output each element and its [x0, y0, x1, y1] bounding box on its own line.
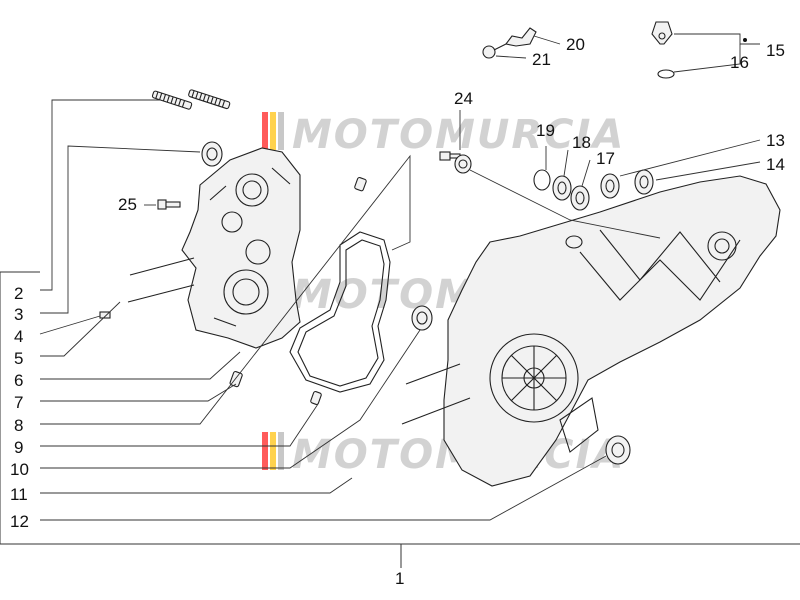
callout-17: 17 — [596, 149, 615, 168]
callout-19: 19 — [536, 121, 555, 140]
stud-pair — [151, 89, 231, 110]
callout-12: 12 — [10, 512, 29, 531]
callout-18: 18 — [572, 133, 591, 152]
callout-1: 1 — [395, 569, 404, 588]
callout-4: 4 — [14, 327, 23, 346]
o-ring-16 — [657, 69, 675, 79]
callout-25: 25 — [118, 195, 137, 214]
left-crankcase-half — [99, 147, 301, 349]
bolt-25 — [157, 199, 181, 210]
frame-bracket — [0, 271, 800, 568]
callout-21: 21 — [532, 50, 551, 69]
crankcase-gasket — [289, 231, 391, 393]
callout-10: 10 — [10, 460, 29, 479]
callout-14: 14 — [766, 155, 785, 174]
callout-8: 8 — [14, 416, 23, 435]
right-crankcase-half — [401, 175, 781, 487]
callout-2: 2 — [14, 284, 23, 303]
drain-plug-15 — [651, 21, 673, 45]
callout-7: 7 — [14, 393, 23, 412]
bracket-20 — [505, 27, 537, 47]
callout-5: 5 — [14, 349, 23, 368]
bearing-17 — [570, 185, 590, 211]
callout-13: 13 — [766, 131, 785, 150]
bearing-13 — [600, 173, 620, 199]
clip-21 — [482, 43, 507, 59]
callout-6: 6 — [14, 371, 23, 390]
dowel-pin-c — [310, 391, 322, 405]
callout-24: 24 — [454, 89, 473, 108]
seal-11 — [411, 305, 433, 331]
callout-15: 15 — [766, 41, 785, 60]
bearing-14 — [634, 169, 654, 195]
oil-seal — [201, 141, 223, 167]
callout-3: 3 — [14, 305, 23, 324]
callout-11: 11 — [10, 485, 28, 504]
seal-12 — [605, 435, 631, 465]
watermark-top: MOTOMURCIA — [262, 112, 623, 158]
dowel-pin-b — [229, 371, 243, 388]
dowel-pin-a — [354, 177, 367, 192]
left-callouts: 2 3 4 5 6 7 8 9 10 11 12 — [10, 284, 29, 531]
callout-9: 9 — [14, 438, 23, 457]
circlip-19 — [533, 169, 551, 191]
callout-20: 20 — [566, 35, 585, 54]
top-callouts: 20 21 15 16 24 19 18 17 13 14 25 — [118, 35, 785, 214]
marker-dot — [743, 38, 747, 42]
callout-16: 16 — [730, 53, 749, 72]
leader-lines — [39, 33, 761, 521]
bearing-18 — [552, 175, 572, 201]
bushing — [454, 154, 472, 174]
